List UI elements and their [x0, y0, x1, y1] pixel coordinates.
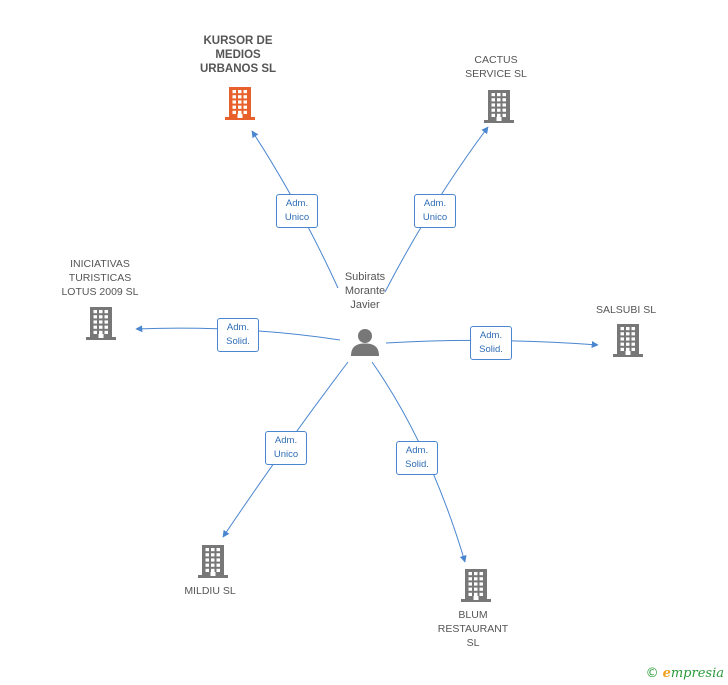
building-icon[interactable] [85, 306, 117, 340]
brand-e: e [662, 666, 671, 681]
company-name-iniciativas[interactable]: INICIATIVAS TURISTICAS LOTUS 2009 SL [61, 258, 139, 298]
relation-label-mildiu: Adm. Unico [265, 431, 307, 465]
company-name-cactus[interactable]: CACTUS SERVICE SL [465, 54, 527, 80]
center-person-name: Subirats Morante Javier [344, 271, 386, 311]
building-icon[interactable] [612, 323, 644, 357]
company-name-salsubi[interactable]: SALSUBI SL [595, 304, 657, 316]
brand-name: mpresia [670, 666, 724, 681]
relation-label-salsubi: Adm. Solid. [470, 326, 512, 360]
relation-label-blum: Adm. Solid. [396, 441, 438, 475]
footer-brand: ©empresia [646, 666, 724, 681]
copyright-symbol: © [645, 666, 659, 681]
company-name-blum[interactable]: BLUM RESTAURANT SL [437, 609, 509, 649]
company-name-kursor[interactable]: KURSOR DE MEDIOS URBANOS SL [199, 35, 277, 75]
relation-label-kursor: Adm. Unico [276, 194, 318, 228]
relation-label-cactus: Adm. Unico [414, 194, 456, 228]
company-name-mildiu[interactable]: MILDIU SL [184, 585, 236, 597]
building-icon[interactable] [460, 568, 492, 602]
person-icon[interactable] [350, 327, 380, 357]
building-icon[interactable] [224, 86, 256, 120]
building-icon[interactable] [197, 544, 229, 578]
relation-label-iniciativas: Adm. Solid. [217, 318, 259, 352]
building-icon[interactable] [483, 89, 515, 123]
